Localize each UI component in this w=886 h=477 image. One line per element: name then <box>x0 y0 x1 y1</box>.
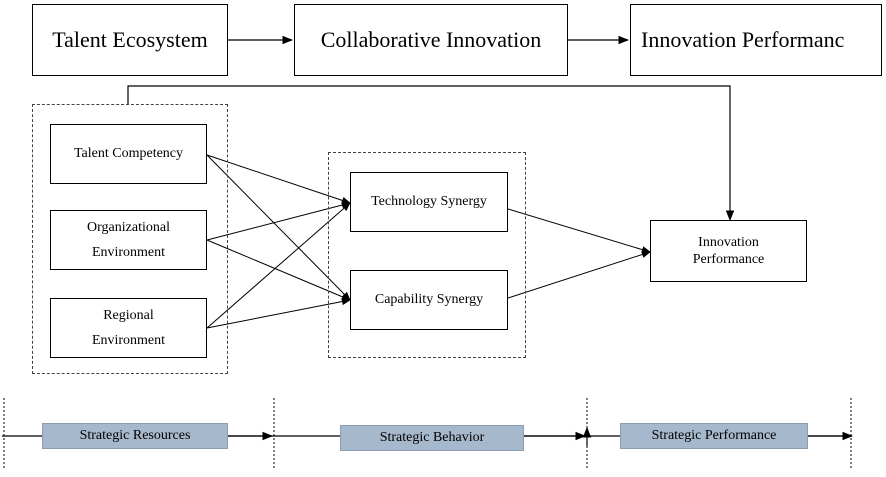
arrow-talent-to-technology <box>206 154 351 204</box>
innovation-performance-line-2: Performance <box>692 252 765 267</box>
talent-competency-label: Talent Competency <box>73 146 184 162</box>
arrow-capability-to-performance <box>507 251 651 299</box>
capability-synergy-label: Capability Synergy <box>374 292 484 308</box>
organizational-environment-box: Organizational Environment <box>50 210 207 270</box>
arrow-organizational-to-capability <box>206 239 351 301</box>
collaborative-innovation-box: Collaborative Innovation <box>294 4 568 76</box>
arrow-regional-to-capability <box>206 298 351 329</box>
organizational-environment-line-1: Organizational <box>87 219 170 235</box>
regional-environment-line-2: Environment <box>91 332 166 348</box>
strategic-resources-group <box>32 104 228 374</box>
strategic-behavior-label: Strategic Behavior <box>379 430 485 445</box>
innovation-performance-top-label: Innovation Performanc <box>641 27 845 52</box>
innovation-performance-line-1: Innovation <box>698 234 759 250</box>
innovation-performance-box: Innovation Performance <box>650 220 807 282</box>
talent-ecosystem-box: Talent Ecosystem <box>32 4 228 76</box>
arrow-organizational-to-technology <box>206 201 351 241</box>
regional-environment-box: Regional Environment <box>50 298 207 358</box>
organizational-environment-line-2: Environment <box>91 244 166 260</box>
regional-environment-line-1: Regional <box>103 307 154 323</box>
strategic-behavior-stage: Strategic Behavior <box>340 425 524 451</box>
strategic-resources-stage: Strategic Resources <box>42 423 228 449</box>
arrow-resources-to-performance <box>127 85 735 222</box>
arrow-talent-to-capability <box>206 154 351 301</box>
strategic-resources-label: Strategic Resources <box>79 428 191 443</box>
talent-ecosystem-label: Talent Ecosystem <box>52 27 208 52</box>
capability-synergy-box: Capability Synergy <box>350 270 508 330</box>
arrow-regional-to-technology <box>206 202 351 329</box>
strategic-performance-stage: Strategic Performance <box>620 423 808 449</box>
strategic-behavior-group <box>328 152 526 358</box>
innovation-performance-top-box: Innovation Performanc <box>630 4 882 76</box>
technology-synergy-box: Technology Synergy <box>350 172 508 232</box>
collaborative-innovation-label: Collaborative Innovation <box>320 27 542 52</box>
arrow-technology-to-performance <box>507 208 651 254</box>
talent-competency-box: Talent Competency <box>50 124 207 184</box>
strategic-performance-label: Strategic Performance <box>651 428 777 443</box>
technology-synergy-label: Technology Synergy <box>371 194 487 210</box>
